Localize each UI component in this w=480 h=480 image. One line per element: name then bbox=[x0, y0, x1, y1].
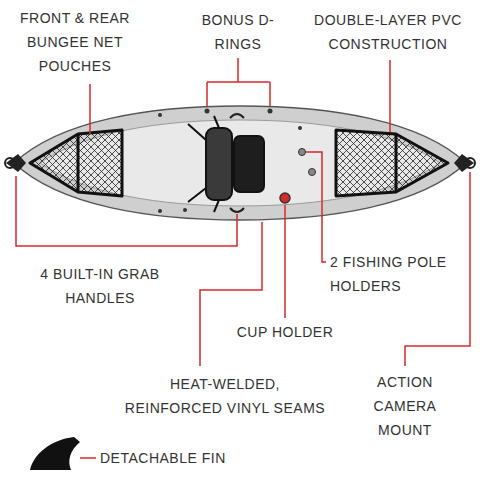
fitting bbox=[158, 209, 162, 213]
leader-lines bbox=[16, 58, 470, 458]
fitting bbox=[183, 208, 187, 212]
kayak-hull bbox=[14, 106, 466, 220]
seat-straps bbox=[188, 116, 219, 212]
leader-line bbox=[89, 84, 91, 134]
cup-holder bbox=[280, 193, 290, 203]
leader-line bbox=[207, 58, 270, 106]
grab-handle bbox=[230, 114, 244, 118]
front-net-pouch bbox=[30, 130, 122, 196]
feature-label: ACTION CAMERA MOUNT bbox=[360, 370, 450, 442]
stern-cap bbox=[454, 154, 474, 172]
fitting bbox=[158, 113, 162, 117]
feature-label: DETACHABLE FIN bbox=[100, 446, 320, 470]
end-handle bbox=[5, 158, 15, 168]
feature-label: HEAT-WELDED, REINFORCED VINYL SEAMS bbox=[121, 372, 329, 420]
leader-line bbox=[389, 60, 391, 132]
pouch-strap bbox=[395, 134, 398, 192]
feature-label: CUP HOLDER bbox=[235, 320, 335, 344]
rear-net-pouch bbox=[336, 130, 448, 196]
pole-holder bbox=[299, 149, 306, 156]
feature-label: 4 BUILT-IN GRAB HANDLES bbox=[30, 262, 170, 310]
fin-icon bbox=[30, 437, 80, 470]
feature-label: DOUBLE-LAYER PVC CONSTRUCTION bbox=[300, 8, 476, 56]
feature-label: FRONT & REAR BUNGEE NET POUCHES bbox=[5, 6, 145, 78]
end-handle bbox=[465, 158, 475, 168]
grab-handle bbox=[230, 208, 244, 212]
feature-label: 2 FISHING POLE HOLDERS bbox=[330, 250, 452, 298]
bow-cap bbox=[6, 154, 26, 172]
leader-line bbox=[200, 222, 262, 366]
d-ring bbox=[268, 109, 273, 114]
d-ring bbox=[205, 109, 210, 114]
feature-label: BONUS D-RINGS bbox=[188, 8, 288, 56]
leader-line bbox=[80, 457, 96, 459]
leader-line bbox=[16, 176, 237, 246]
seat-cushion bbox=[234, 136, 264, 192]
leader-line bbox=[284, 205, 286, 318]
pouch-strap bbox=[77, 134, 80, 192]
seat-back bbox=[206, 128, 232, 200]
fitting bbox=[298, 126, 302, 130]
pole-holder bbox=[309, 169, 316, 176]
leader-line bbox=[306, 152, 326, 262]
